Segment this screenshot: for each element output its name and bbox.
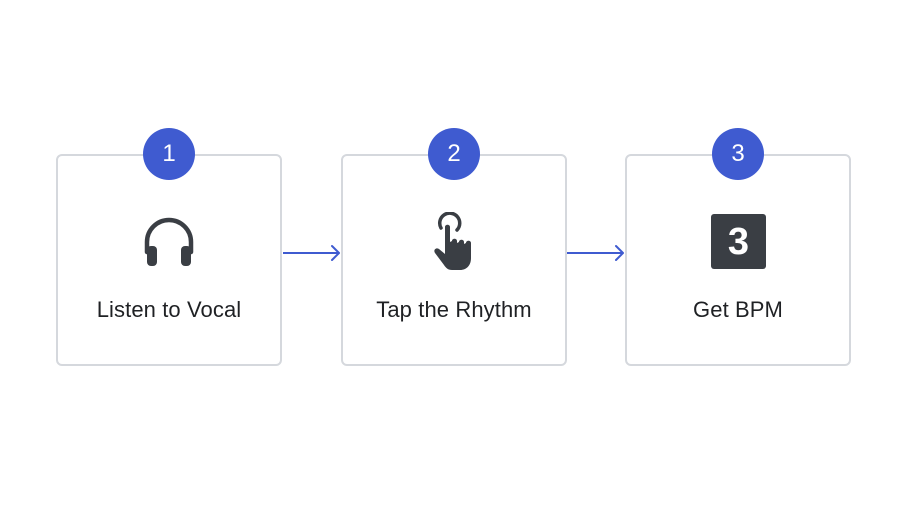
headphones-icon — [139, 212, 199, 272]
step-card-listen: 1 Listen to Vocal — [56, 128, 282, 366]
flow-arrow — [282, 243, 342, 263]
step-label: Listen to Vocal — [96, 297, 242, 322]
step-label: Tap the Rhythm — [376, 297, 532, 322]
flow-arrow — [566, 243, 626, 263]
number-three-icon: 3 — [708, 212, 768, 272]
step-label: Get BPM — [693, 297, 783, 322]
step-number-badge: 3 — [712, 128, 764, 180]
step-card-tap: 2 Tap the Rhythm — [341, 128, 567, 366]
tap-hand-icon — [424, 212, 484, 272]
number-three-glyph: 3 — [728, 221, 749, 263]
step-number-badge: 2 — [428, 128, 480, 180]
step-number-badge: 1 — [143, 128, 195, 180]
step-card-bpm: 3 3 Get BPM — [625, 128, 851, 366]
